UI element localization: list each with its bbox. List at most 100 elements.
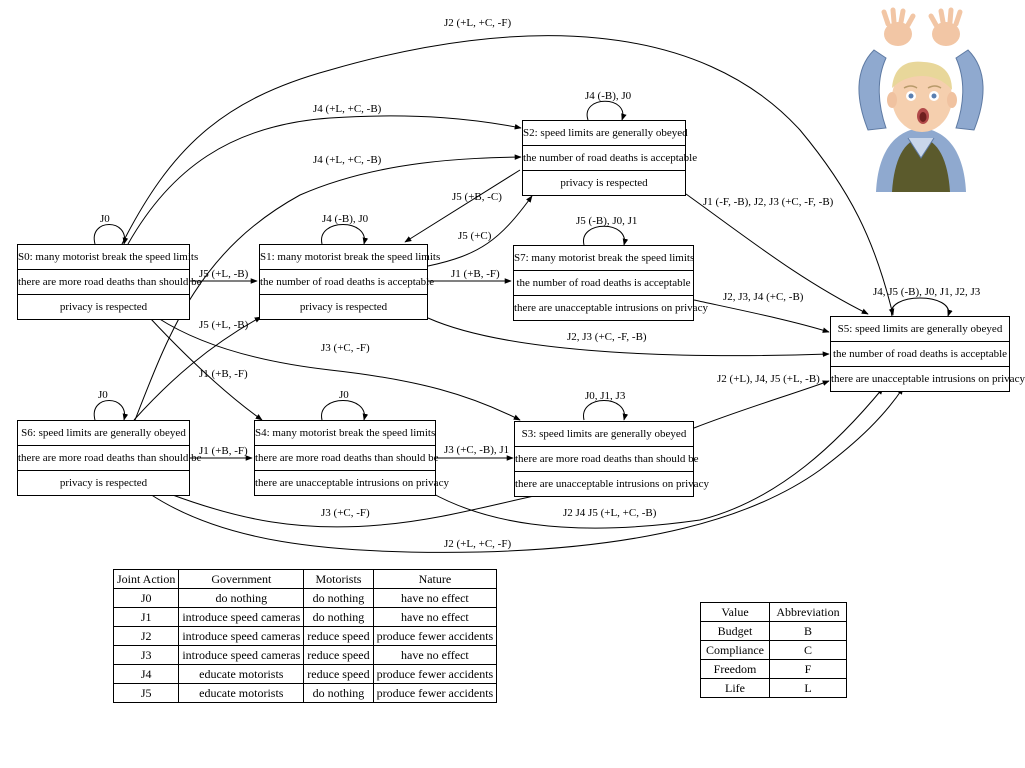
- table-row: Freedom F: [700, 659, 847, 679]
- table-cell: J5: [112, 683, 180, 703]
- edge-label: J5 (-B), J0, J1: [576, 215, 638, 227]
- table-cell: reduce speed: [303, 626, 374, 646]
- edge-s6-s1: [133, 316, 262, 421]
- edge-label: J4 (-B), J0: [585, 90, 632, 102]
- edge-label: J1 (+B, -F): [199, 368, 248, 380]
- state-s6: S6: speed limits are generally obeyed th…: [17, 420, 202, 496]
- edge-label: J0: [100, 213, 110, 225]
- table-cell: F: [769, 659, 847, 679]
- state-s1: S1: many motorist break the speed limits…: [259, 244, 440, 320]
- state-condition: privacy is respected: [560, 177, 648, 189]
- table-cell: Compliance: [700, 640, 770, 660]
- table-header: Joint Action: [112, 569, 180, 589]
- state-condition: there are unacceptable intrusions on pri…: [515, 478, 709, 490]
- state-title: S4: many motorist break the speed limits: [255, 421, 435, 446]
- edge-s0-s4: [149, 317, 263, 421]
- table-cell: B: [769, 621, 847, 641]
- table-header-row: Joint Action Government Motorists Nature: [112, 569, 498, 589]
- edge-label: J1 (+B, -F): [199, 445, 248, 457]
- edge-label: J2, J3 (+C, -F, -B): [567, 331, 647, 343]
- edge-label: J0, J1, J3: [585, 390, 626, 402]
- edge-s7-s5: [693, 299, 830, 333]
- state-s4: S4: many motorist break the speed limits…: [254, 420, 449, 496]
- state-condition: there are more road deaths than should b…: [515, 447, 699, 472]
- table-cell: J2: [112, 626, 180, 646]
- state-title: S7: many motorist break the speed limits: [514, 246, 694, 271]
- edge-label: J5 (+L, -B): [199, 319, 249, 331]
- table-cell: J0: [112, 588, 180, 608]
- table-cell: reduce speed: [303, 645, 374, 665]
- edge-label: J1 (+B, -F): [451, 268, 500, 280]
- state-s2: S2: speed limits are generally obeyed th…: [522, 120, 697, 196]
- table-cell: have no effect: [372, 607, 498, 627]
- edge-label: J3 (+C, -F): [321, 342, 370, 354]
- edge-label: J4, J5 (-B), J0, J1, J2, J3: [873, 286, 981, 298]
- state-condition: there are more road deaths than should b…: [18, 446, 202, 471]
- table-cell: do nothing: [303, 588, 374, 608]
- table-cell: J4: [112, 664, 180, 684]
- table-cell: have no effect: [372, 645, 498, 665]
- state-condition: there are more road deaths than should b…: [255, 446, 439, 471]
- edge-s3-s5: [693, 380, 830, 429]
- table-cell: do nothing: [303, 607, 374, 627]
- state-condition: there are more road deaths than should b…: [18, 270, 202, 295]
- table-header: Nature: [372, 569, 498, 589]
- table-cell: L: [769, 678, 847, 698]
- table-header: Value: [700, 602, 770, 622]
- table-cell: Budget: [700, 621, 770, 641]
- edge-label: J3 (+C, -F): [321, 507, 370, 519]
- state-title: S5: speed limits are generally obeyed: [831, 317, 1009, 342]
- edge-s6-s2: [134, 154, 522, 421]
- state-condition: there are unacceptable intrusions on pri…: [255, 477, 449, 489]
- table-cell: J3: [112, 645, 180, 665]
- joint-actions-table: Joint Action Government Motorists Nature…: [112, 569, 498, 703]
- table-header: Abbreviation: [769, 602, 847, 622]
- edge-label: J0: [339, 389, 349, 401]
- edge-label: J2 (+L), J4, J5 (+L, -B): [717, 373, 820, 385]
- state-title: S1: many motorist break the speed limits: [260, 245, 440, 270]
- edge-s6-s5: [149, 387, 904, 553]
- loop-s6: [93, 400, 129, 421]
- table-cell: educate motorists: [178, 683, 305, 703]
- values-table: Value Abbreviation Budget B Compliance C…: [700, 602, 847, 698]
- edge-label: J4 (+L, +C, -B): [313, 103, 382, 115]
- table-cell: produce fewer accidents: [372, 683, 498, 703]
- state-title: S6: speed limits are generally obeyed: [18, 421, 189, 446]
- state-condition: privacy is respected: [59, 301, 148, 313]
- table-header: Government: [178, 569, 305, 589]
- edge-label: J4 (+L, +C, -B): [313, 154, 382, 166]
- edge-label: J4 (-B), J0: [322, 213, 369, 225]
- edge-s4-s5: [429, 387, 884, 529]
- table-cell: introduce speed cameras: [178, 626, 305, 646]
- table-row: Compliance C: [700, 640, 847, 660]
- state-condition: privacy is respected: [299, 301, 388, 313]
- table-cell: C: [769, 640, 847, 660]
- edge-s1-s5: [427, 317, 830, 358]
- state-condition: there are unacceptable intrusions on pri…: [831, 373, 1025, 385]
- table-row: J4 educate motorists reduce speed produc…: [112, 664, 498, 684]
- table-row: J3 introduce speed cameras reduce speed …: [112, 645, 498, 665]
- table-row: J2 introduce speed cameras reduce speed …: [112, 626, 498, 646]
- table-row: J5 educate motorists do nothing produce …: [112, 683, 498, 703]
- table-cell: do nothing: [303, 683, 374, 703]
- state-condition: privacy is respected: [59, 477, 148, 489]
- edge-label: J3 (+C, -B), J1: [444, 444, 510, 456]
- table-cell: do nothing: [178, 588, 305, 608]
- loop-s3: [583, 400, 629, 421]
- table-cell: Life: [700, 678, 770, 698]
- state-s5: S5: speed limits are generally obeyed th…: [830, 316, 1025, 392]
- table-row: Budget B: [700, 621, 847, 641]
- edge-label: J2 J4 J5 (+L, +C, -B): [563, 507, 657, 519]
- edge-label: J2 (+L, +C, -F): [444, 17, 512, 29]
- edge-s0-s3: [157, 317, 521, 421]
- table-cell: Freedom: [700, 659, 770, 679]
- edge-label: J5 (+C): [458, 230, 492, 242]
- table-row: J0 do nothing do nothing have no effect: [112, 588, 498, 608]
- loop-s2: [586, 100, 627, 121]
- edge-s2-s5: [685, 193, 869, 315]
- state-condition: the number of road deaths is acceptable: [831, 342, 1009, 367]
- state-title: S0: many motorist break the speed limits: [18, 245, 198, 270]
- state-s0: S0: many motorist break the speed limits…: [17, 244, 202, 320]
- state-title: S3: speed limits are generally obeyed: [515, 422, 693, 447]
- table-header: Motorists: [303, 569, 374, 589]
